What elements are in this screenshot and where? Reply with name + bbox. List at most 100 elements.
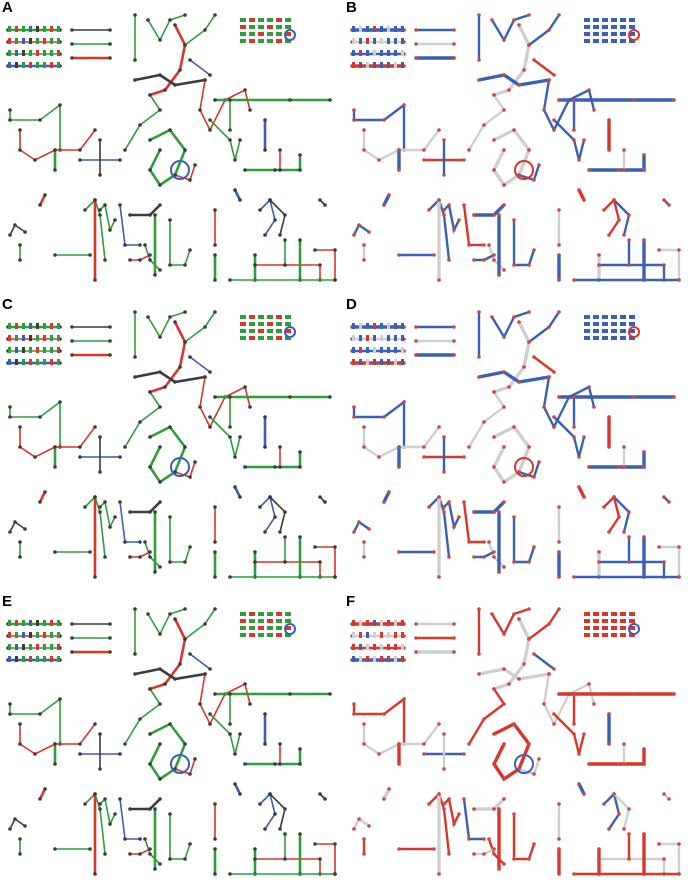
compound-marker [387,620,390,626]
metabolite-node [627,535,631,539]
metabolite-node [103,797,107,801]
metabolite-node [228,138,232,142]
metabolite-node [108,636,112,640]
compound-marker [611,25,617,29]
pathway-edge [254,858,321,875]
metabolite-node [158,148,162,152]
metabolite-node [437,575,441,579]
metabolite-node [527,148,531,152]
compound-marker [43,50,46,56]
compound-marker [15,38,18,44]
compound-marker [373,632,376,638]
pathway-edge [527,607,561,641]
metabolite-node [517,23,521,27]
compound-marker [620,322,626,326]
compound-marker [620,32,626,36]
compound-marker [593,32,599,36]
metabolite-node [203,375,207,379]
metabolite-node [8,712,12,716]
metabolite-node [238,138,242,142]
compound-marker [36,620,39,626]
metabolite-node [452,56,456,60]
pathway-network [350,607,681,876]
pathway-edge [124,94,162,151]
metabolite-node [108,325,112,329]
metabolite-node [93,128,97,132]
metabolite-node [23,824,27,828]
metabolite-node [552,118,556,122]
compound-marker [366,335,369,341]
metabolite-node [253,857,257,861]
compound-marker [611,18,617,22]
metabolite-node [357,520,361,524]
compound-marker [373,620,376,626]
metabolite-node [542,405,546,409]
cycle-ring [284,623,296,635]
metabolite-node [70,650,74,654]
pathway-edge [147,311,186,339]
metabolite-node [188,178,192,182]
metabolite-node [188,58,192,62]
metabolite-node [38,500,42,504]
metabolite-node [632,395,636,399]
compound-marker [629,633,635,637]
metabolite-node [193,757,197,761]
compound-marker [620,25,626,29]
metabolite-node [146,612,150,616]
metabolite-node [602,505,606,509]
metabolite-node [527,13,531,17]
metabolite-node [497,570,501,574]
compound-marker [8,335,11,341]
metabolite-node [78,445,82,449]
metabolite-node [263,118,267,122]
compound-marker [258,612,264,616]
metabolite-node [118,752,122,756]
metabolite-node [502,268,506,272]
metabolite-node [572,395,576,399]
compound-marker [29,644,32,650]
metabolite-node [447,500,451,504]
metabolite-node [367,527,371,531]
pathway-edge [209,119,241,161]
metabolite-node [572,425,576,429]
metabolite-node [667,500,671,504]
compound-marker [620,612,626,616]
compound-marker [240,619,246,623]
metabolite-node [253,253,257,257]
metabolite-node [437,128,441,132]
metabolite-node [38,415,42,419]
compound-marker [267,39,273,43]
metabolite-node [642,832,646,836]
metabolite-node [622,530,626,534]
metabolite-node [158,108,162,112]
metabolite-node [414,650,418,654]
metabolite-node [557,607,561,611]
metabolite-node [158,702,162,706]
compound-marker [401,620,404,626]
metabolite-node [283,857,287,861]
metabolite-node [183,310,187,314]
compound-marker [620,39,626,43]
metabolite-node [93,792,97,796]
metabolite-node [153,807,157,811]
metabolite-node [497,510,501,514]
pathway-edge [99,500,116,530]
metabolite-node [328,692,332,696]
compound-marker [276,612,282,616]
metabolite-node [382,415,386,419]
metabolite-node [70,42,74,46]
pathway-network [6,607,337,876]
metabolite-node [78,455,82,459]
metabolite-node [437,278,441,282]
metabolite-node [178,365,182,369]
metabolite-node [612,792,616,796]
compound-marker [394,644,397,650]
metabolite-node [542,108,546,112]
metabolite-node [8,233,12,237]
metabolite-node [527,560,531,564]
metabolite-node [53,847,57,851]
metabolite-node [492,847,496,851]
metabolite-node [607,445,611,449]
metabolite-node [502,702,506,706]
metabolite-node [677,575,681,579]
